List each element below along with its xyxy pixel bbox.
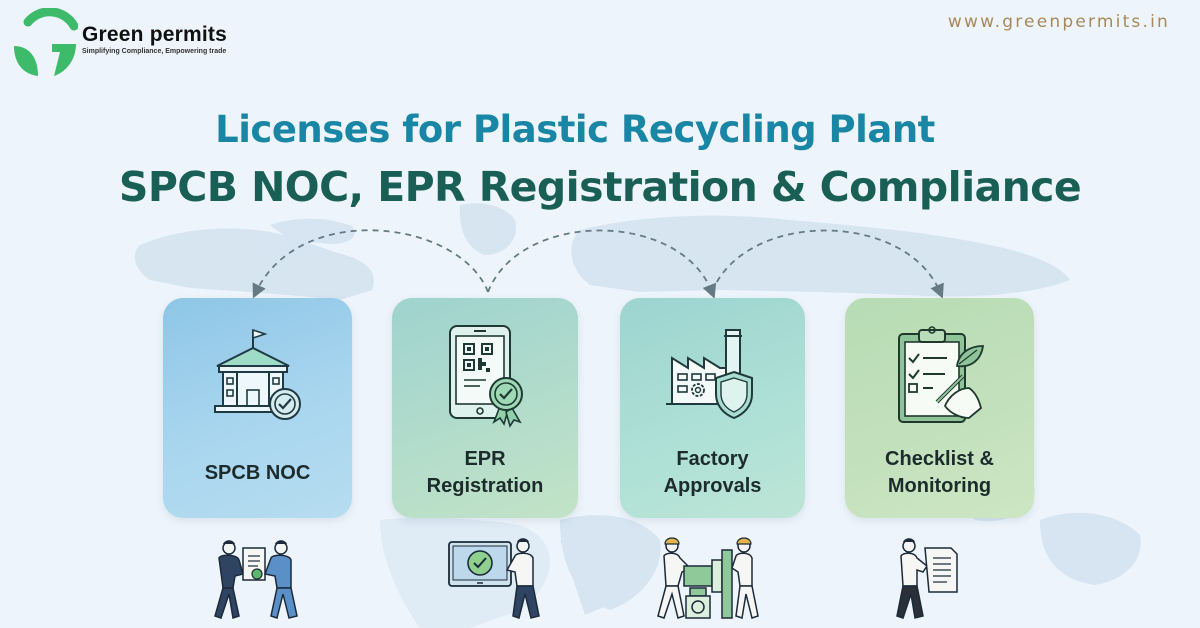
person-reading-document-icon bbox=[896, 538, 958, 619]
headline-line-1: Licenses for Plastic Recycling Plant bbox=[215, 108, 935, 151]
handshake-document-people-icon bbox=[214, 540, 298, 619]
workers-operating-machine-icon bbox=[657, 537, 759, 619]
card-label: SPCB NOC bbox=[204, 461, 311, 484]
phone-qr-badge-icon bbox=[449, 325, 523, 428]
brand-logo[interactable]: Green permits Simplifying Compliance, Em… bbox=[8, 8, 227, 78]
brand-tagline: Simplifying Compliance, Empowering trade bbox=[82, 48, 227, 55]
government-building-check-icon bbox=[213, 328, 301, 420]
card-checklist-monitoring[interactable]: Checklist &Monitoring bbox=[845, 298, 1034, 518]
headline-line-2: SPCB NOC, EPR Registration & Compliance bbox=[118, 163, 1082, 211]
website-link[interactable]: www.greenpermits.in bbox=[947, 12, 1170, 32]
factory-shield-icon bbox=[665, 329, 753, 420]
person-with-monitor-check-icon bbox=[448, 538, 540, 619]
clipboard-checklist-leaf-icon bbox=[897, 326, 984, 423]
card-label: Checklist &Monitoring bbox=[885, 448, 994, 497]
card-spcb-noc[interactable]: SPCB NOC bbox=[163, 298, 352, 518]
brand-name: Green permits bbox=[82, 23, 227, 46]
green-g-leaf-logo-icon bbox=[14, 8, 78, 76]
